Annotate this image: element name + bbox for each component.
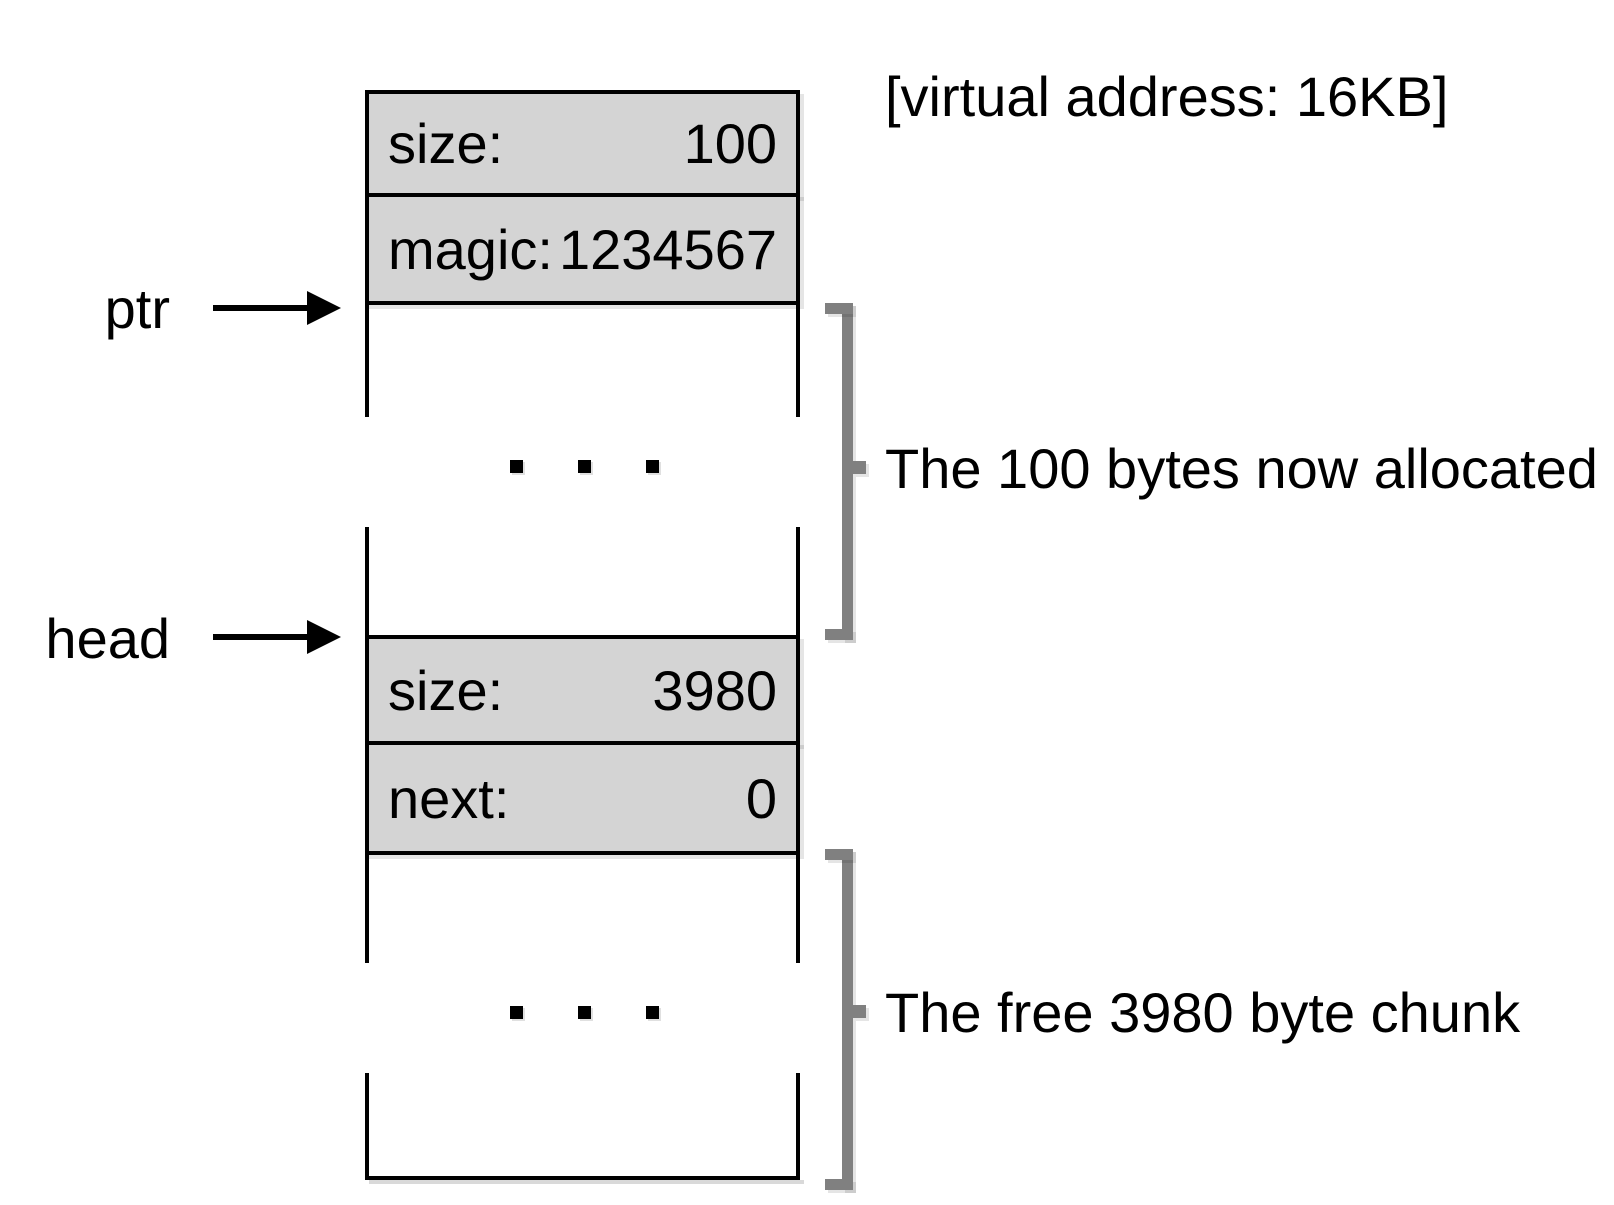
bracket-middle-tick [853, 461, 866, 474]
dot-icon [646, 460, 659, 473]
left-border-segment [365, 855, 369, 963]
free-region-note: The free 3980 byte chunk [885, 980, 1521, 1044]
size-field-value: 100 [683, 112, 777, 175]
bracket-bottom-bar [825, 1179, 853, 1190]
right-border-segment [796, 527, 800, 635]
dot-icon [578, 460, 591, 473]
size-field-value: 3980 [652, 658, 777, 722]
allocated-bytes-region [365, 305, 800, 635]
bracket-top-bar [825, 303, 853, 314]
allocated-region-note: The 100 bytes now allocated [885, 436, 1598, 500]
ellipsis-dots-icon [510, 1006, 659, 1019]
bracket-middle-tick [853, 1005, 866, 1018]
dot-icon [578, 1006, 591, 1019]
allocated-header-size-row: size: 100 [365, 90, 800, 197]
span-bracket-icon [825, 849, 866, 1190]
ptr-pointer-label: ptr [104, 276, 170, 340]
size-field-label: size: [388, 112, 504, 175]
right-border-segment [796, 855, 800, 963]
left-border-segment [365, 527, 369, 635]
bracket-vertical-bar [842, 303, 853, 640]
dot-icon [646, 1006, 659, 1019]
allocated-header-magic-row: magic: 1234567 [365, 193, 800, 305]
magic-field-value: 1234567 [558, 217, 777, 281]
dot-icon [510, 1006, 523, 1019]
bracket-bottom-bar [825, 629, 853, 640]
left-border-segment [365, 305, 369, 417]
arrow-right-icon [213, 291, 341, 325]
left-border-segment [365, 1073, 369, 1180]
next-field-value: 0 [745, 766, 777, 830]
size-field-label: size: [388, 658, 504, 722]
ellipsis-dots-icon [510, 460, 659, 473]
dot-icon [510, 460, 523, 473]
right-border-segment [796, 305, 800, 417]
head-pointer-label: head [45, 606, 170, 670]
bracket-vertical-bar [842, 849, 853, 1190]
virtual-address-note: [virtual address: 16KB] [885, 64, 1449, 128]
free-header-next-row: next: 0 [365, 741, 800, 855]
next-field-label: next: [388, 766, 510, 830]
free-chunk-region [365, 855, 800, 1180]
right-border-segment [796, 1073, 800, 1180]
span-bracket-icon [825, 303, 866, 640]
arrow-right-icon [213, 620, 341, 654]
bracket-top-bar [825, 849, 853, 860]
bottom-border [365, 1176, 800, 1180]
free-header-size-row: size: 3980 [365, 635, 800, 745]
magic-field-label: magic: [388, 217, 553, 281]
